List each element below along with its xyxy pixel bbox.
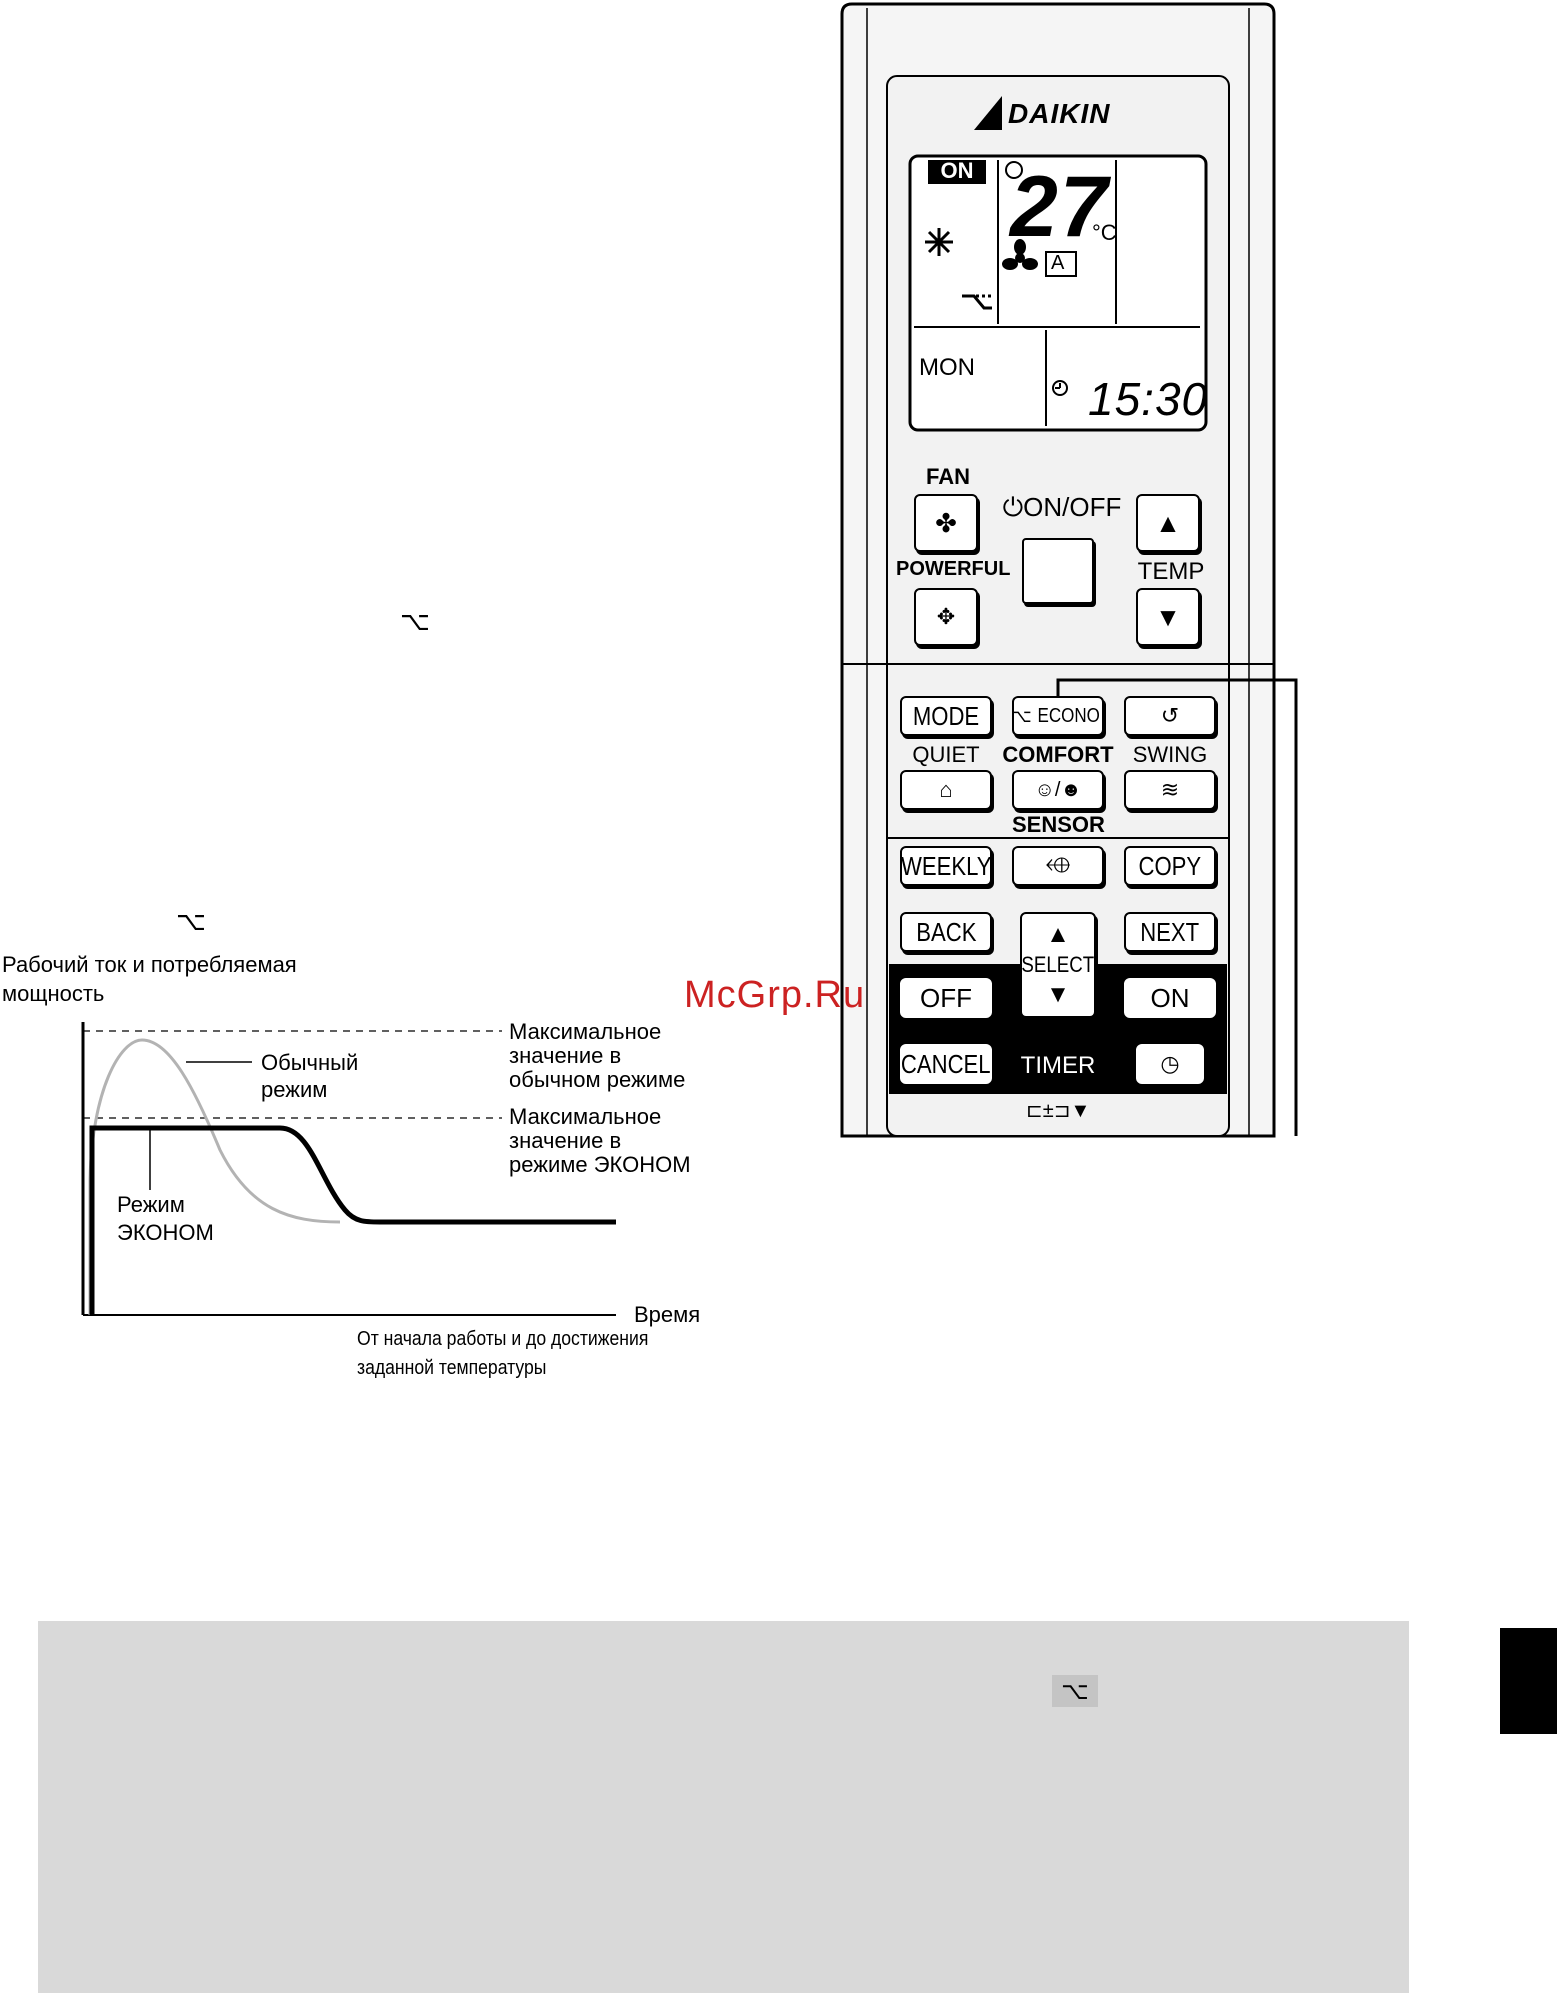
quiet-label: QUIET [912,742,980,767]
select-button[interactable]: ▲ SELECT ▼ [1020,912,1096,1018]
next-label: NEXT [1140,916,1200,947]
econo-label: ECONO [1037,704,1100,727]
mode-button[interactable]: MODE [900,696,992,736]
clock-button[interactable]: ◷ [1136,1044,1204,1084]
clock-icon: ◷ [1160,1051,1180,1076]
lcd-day: MON [919,354,975,381]
fan-button[interactable]: ✤ [914,494,978,552]
power-graph [81,1022,616,1316]
back-label: BACK [915,916,977,947]
daikin-logo-icon [974,96,1002,130]
normal-mode-curve [88,1038,341,1315]
select-label: SELECT [1021,952,1095,977]
program-icon: ⬲ [1045,853,1071,878]
on-off-button[interactable] [1022,538,1094,604]
timer-off-button[interactable]: OFF [900,978,992,1018]
copy-button[interactable]: COPY [1124,846,1216,886]
max-normal-line2: значение в [509,1043,622,1068]
normal-mode-label-line2: режим [261,1077,328,1102]
graph-ylabel-line2: мощность [2,981,105,1006]
weekly-label: WEEKLY [900,850,992,881]
select-up-icon: ▲ [1046,921,1070,948]
vertical-swing-button[interactable]: ↺ [1124,696,1216,736]
copy-label: COPY [1138,850,1202,881]
econo-mode-label-line1: Режим [117,1192,185,1217]
weekly-button[interactable]: WEEKLY [900,846,992,886]
powerful-button[interactable]: ✥ [914,588,978,646]
next-button[interactable]: NEXT [1124,912,1216,952]
program-button[interactable]: ⬲ [1012,846,1104,886]
on-label: ON [1150,982,1190,1013]
max-normal-line3: обычном режиме [509,1067,686,1092]
quiet-button[interactable]: ⌂ [900,770,992,810]
temp-label: TEMP [1137,558,1205,585]
lcd-temperature: 27 [1010,159,1110,255]
arrow-up-icon: ▲ [1155,507,1181,538]
graph-xlabel: Время [634,1302,701,1327]
powerful-label: POWERFUL [896,558,1011,580]
temp-down-button[interactable]: ▼ [1136,588,1200,646]
watermark: McGrp.Ru [684,974,866,1016]
max-econo-line3: режиме ЭКОНОМ [509,1152,691,1177]
lcd-temp-unit: °C [1092,220,1117,245]
econo-button[interactable]: ⌥ECONO [1010,696,1104,736]
econo-mode-curve [89,1125,616,1315]
sensor-icon: ☺/☻ [1034,778,1082,801]
max-normal-line1: Максимальное [509,1019,662,1044]
timer-cancel-button[interactable]: CANCEL [900,1044,992,1084]
battery-icon: ⊏±⊐▼ [1026,1100,1091,1122]
sensor-label: SENSOR [1012,812,1105,837]
select-down-icon: ▼ [1046,981,1070,1008]
normal-mode-label-line1: Обычный [261,1050,359,1075]
swing-button[interactable]: ≋ [1124,770,1216,810]
note-box [38,1621,1409,1993]
lcd-on-indicator [928,160,986,184]
timer-on-button[interactable]: ON [1124,978,1216,1018]
off-label: OFF [920,982,972,1013]
powerful-icon: ✥ [936,604,956,629]
graph-note-line2: заданной температуры [357,1357,547,1379]
back-button[interactable]: BACK [900,912,992,952]
fan-icon: ✤ [935,507,957,538]
econo-icon-inline-2: ⌥ [176,906,206,936]
daikin-brand: DAIKIN [1008,98,1111,129]
econo-icon-inline: ⌥ [400,606,430,636]
horizontal-swing-icon: ≋ [1160,777,1180,802]
mode-label: MODE [912,700,980,731]
graph-ylabel-line1: Рабочий ток и потребляемая [2,952,297,977]
swing-label: SWING [1132,742,1208,767]
power-icon: ⏻ [1002,492,1024,522]
comfort-sensor-button[interactable]: ☺/☻ [1012,770,1104,810]
econo-icon: ⌥ [1010,705,1032,726]
graph-note-line1: От начала работы и до достижения [357,1328,649,1350]
lcd-on-text: ON [940,158,974,183]
lcd-clock: 15:30 [1088,373,1209,425]
econo-mode-label-line2: ЭКОНОМ [117,1220,214,1245]
cancel-label: CANCEL [901,1048,991,1079]
on-off-label: ⏻ON/OFF [1002,492,1122,524]
comfort-label: COMFORT [1002,742,1114,767]
timer-label: TIMER [1020,1052,1096,1079]
lcd-fan-auto: A [1051,252,1065,274]
vertical-swing-icon: ↺ [1160,703,1180,728]
econo-icon-note: ⌥ [1052,1675,1098,1707]
page-side-tab [1500,1628,1557,1734]
on-off-text: ON/OFF [1023,492,1122,522]
arrow-down-icon: ▼ [1155,601,1181,632]
max-econo-line1: Максимальное [509,1104,662,1129]
max-econo-line2: значение в [509,1128,622,1153]
fan-label: FAN [926,464,970,489]
house-icon: ⌂ [939,777,953,802]
temp-up-button[interactable]: ▲ [1136,494,1200,552]
